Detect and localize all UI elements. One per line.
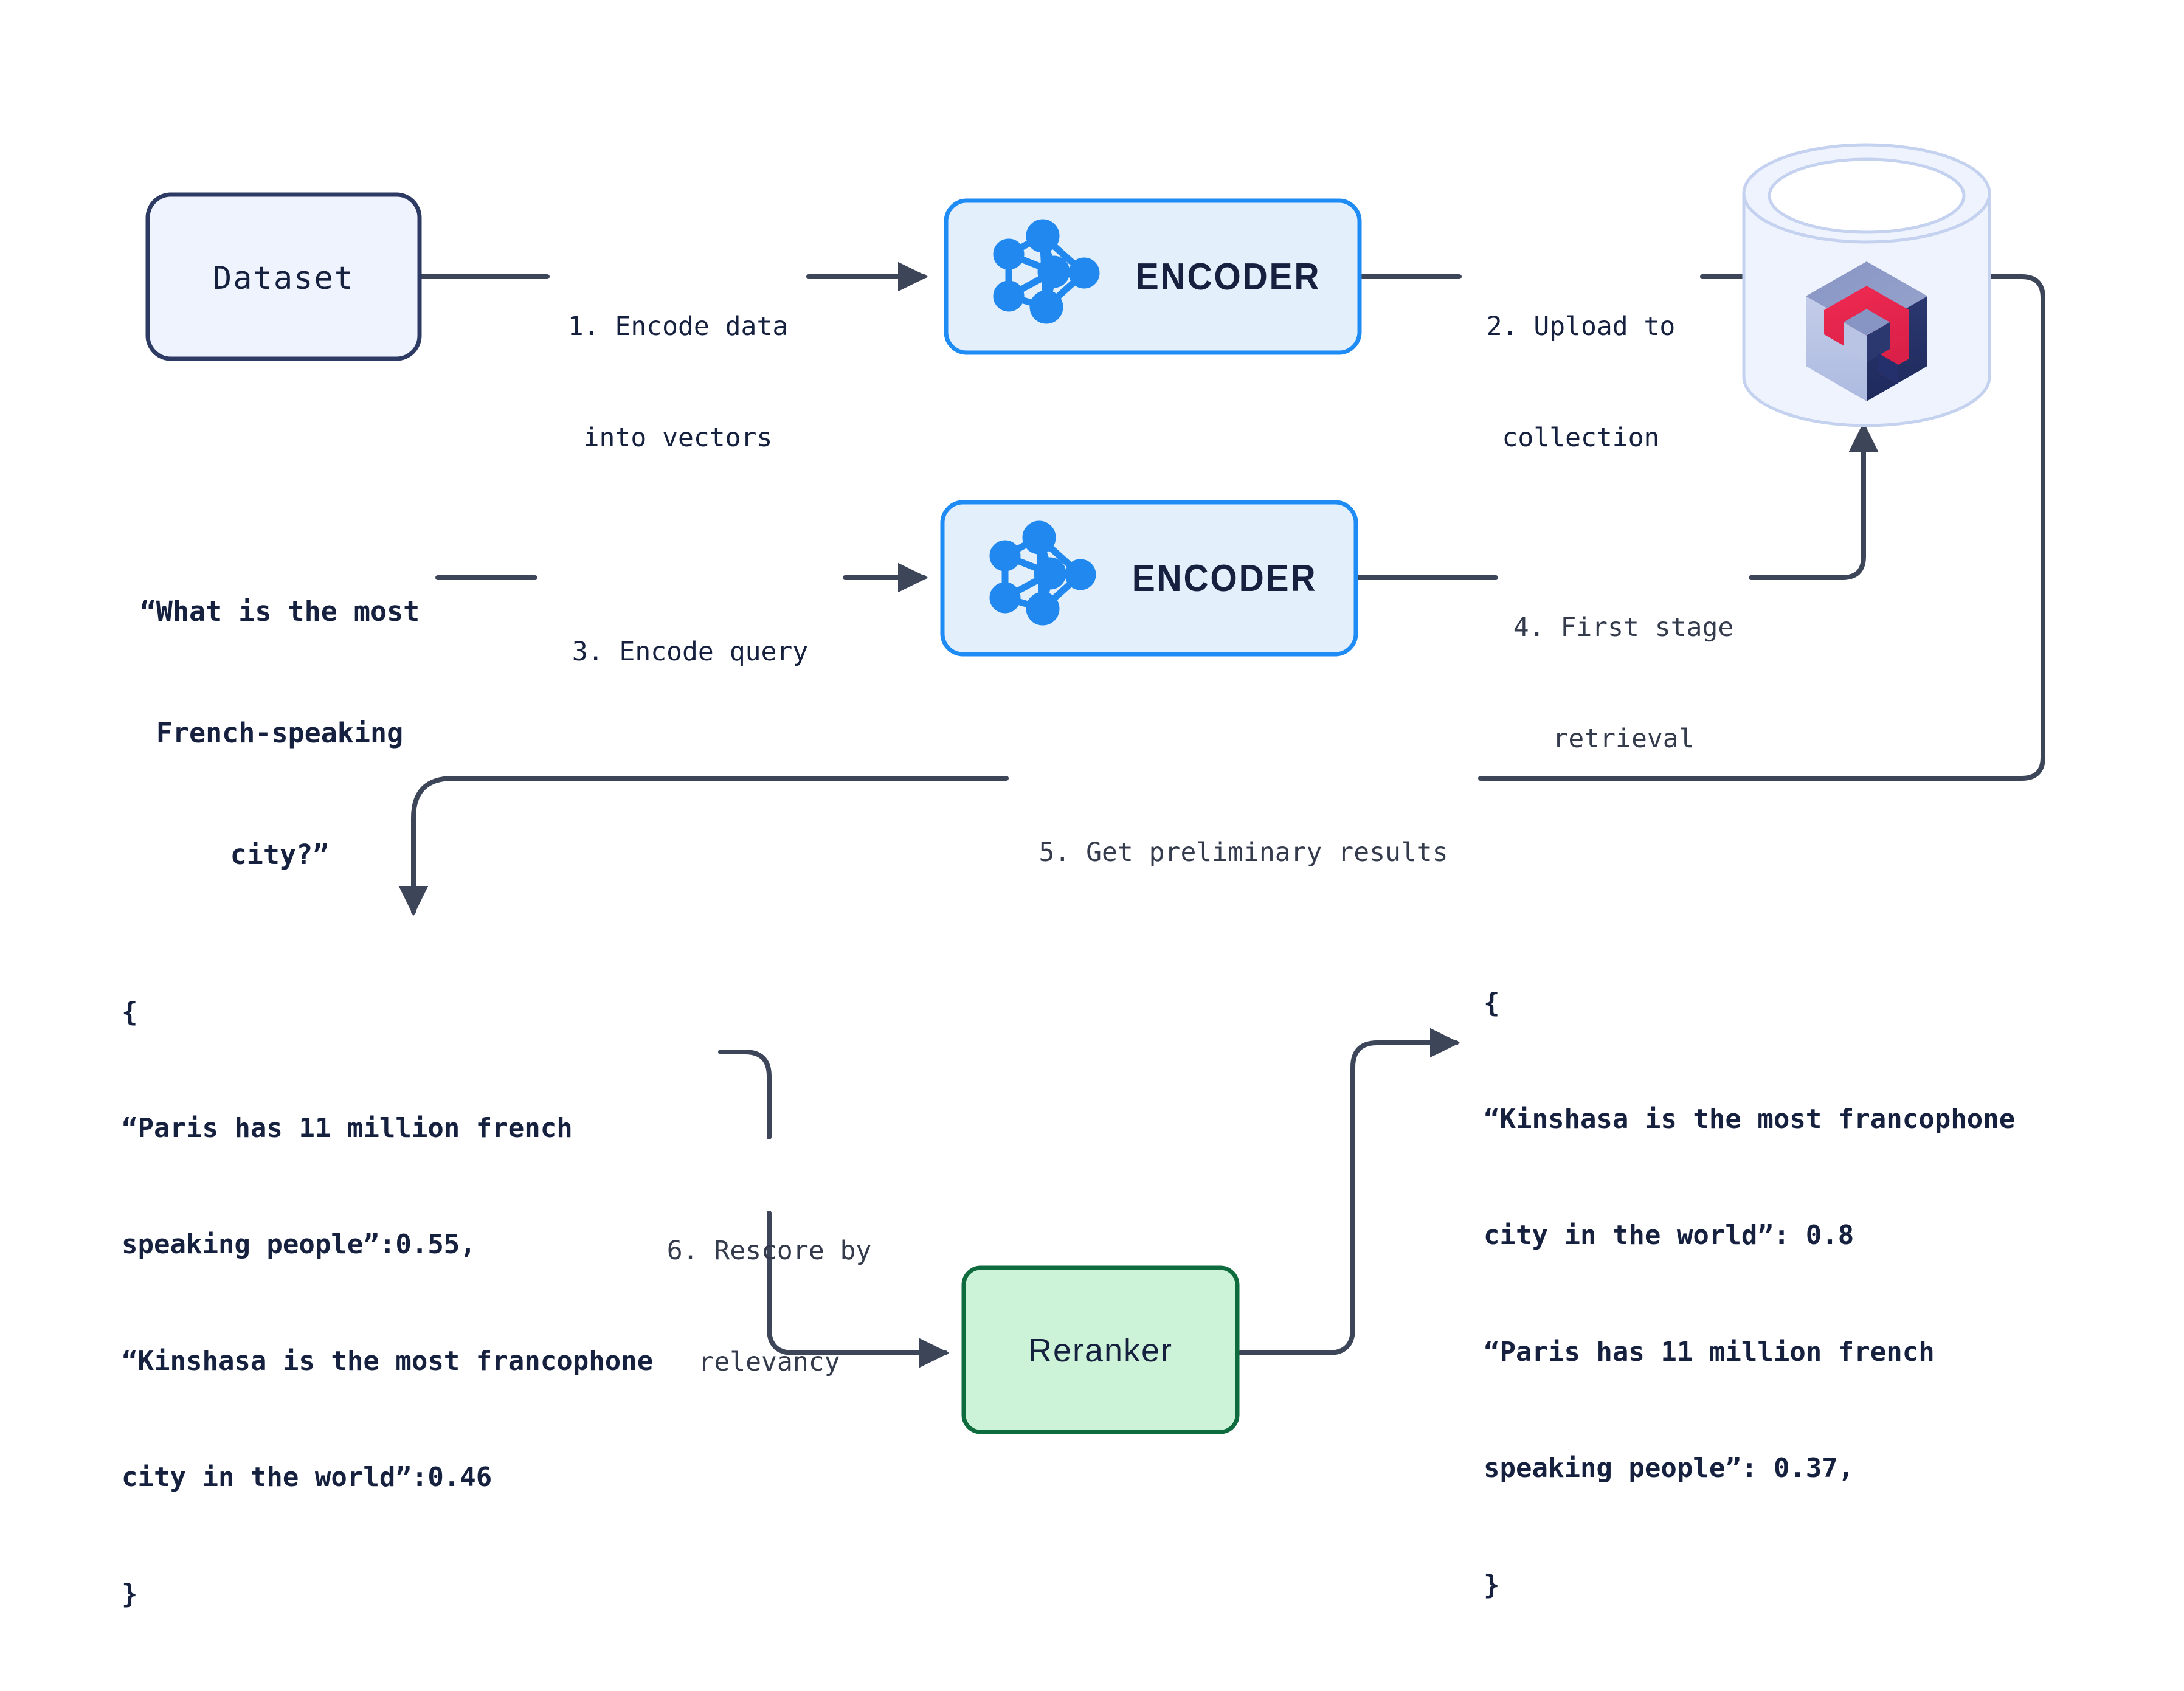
neural-network-icon <box>993 219 1100 324</box>
encoder-query-label: ENCODER <box>1132 558 1318 600</box>
diagram-graphics <box>145 143 2045 1434</box>
reranker-label: Reranker <box>1028 1332 1173 1369</box>
connector-step6-to-reranker <box>767 1211 950 1368</box>
step-1-line-1: 1. Encode data <box>567 311 789 342</box>
step-4-line-1: 4. First stage <box>1513 612 1734 643</box>
node-encoder-data[interactable] <box>944 198 1362 355</box>
step-3-line-1: 3. Encode query <box>572 637 809 668</box>
query-text: “What is the most French-speaking city?” <box>122 511 438 956</box>
qdrant-logo-icon <box>1806 261 1927 401</box>
connector-step4-first-stage-retrieval <box>1749 421 1879 580</box>
reranked-line-4: speaking people”: 0.37, <box>1484 1453 1854 1484</box>
json-close-brace: } <box>1484 1569 1500 1600</box>
node-reranker[interactable] <box>961 1265 1240 1434</box>
json-close-brace: } <box>122 1578 138 1610</box>
preliminary-line-3: “Kinshasa is the most francophone <box>122 1345 654 1377</box>
reranked-line-1: “Kinshasa is the most francophone <box>1484 1103 2016 1135</box>
dataset-label: Dataset <box>212 260 355 297</box>
query-line-2: French-speaking <box>156 716 404 749</box>
step-3-label: 3. Encode query <box>535 559 845 745</box>
connector-db-to-step5 <box>1478 274 2045 781</box>
encoder-data-label: ENCODER <box>1135 256 1321 298</box>
preliminary-line-2: speaking people”:0.55, <box>122 1229 476 1260</box>
node-dataset[interactable] <box>145 192 422 361</box>
neural-network-icon <box>989 520 1096 626</box>
step-1-line-2: into vectors <box>583 423 773 454</box>
query-line-1: “What is the most <box>139 595 420 628</box>
step-5-line-1: 5. Get preliminary results <box>1038 837 1448 868</box>
step-1-label: 1. Encode data into vectors <box>547 234 809 531</box>
preliminary-line-1: “Paris has 11 million french <box>122 1112 573 1144</box>
preliminary-line-4: city in the world”:0.46 <box>122 1462 492 1493</box>
step-5-label: 5. Get preliminary results <box>1006 760 1481 946</box>
step-4-line-2: retrieval <box>1552 724 1695 755</box>
json-open-brace: { <box>122 996 138 1028</box>
connector-reranker-to-reranked-results <box>1238 1028 1460 1355</box>
connector-preliminary-to-step6 <box>718 1050 772 1139</box>
reranked-results-json: { “Kinshasa is the most francophone city… <box>1484 906 2184 1682</box>
step-2-line-2: collection <box>1502 423 1660 454</box>
step-6-label: 6. Rescore by relevancy <box>641 1158 897 1455</box>
node-vector-database[interactable] <box>1742 143 1991 427</box>
step-6-line-2: relevancy <box>698 1347 840 1378</box>
query-line-3: city?” <box>230 838 330 871</box>
step-2-label: 2. Upload to collection <box>1453 234 1709 531</box>
step-6-line-1: 6. Rescore by <box>666 1236 872 1267</box>
json-open-brace: { <box>1484 987 1500 1018</box>
diagram-canvas: Dataset ENCODER ENCODER Reranker 1. Enco… <box>122 143 2045 1610</box>
step-2-line-1: 2. Upload to <box>1486 311 1676 342</box>
node-encoder-query[interactable] <box>940 500 1358 657</box>
preliminary-results-json: { “Paris has 11 million french speaking … <box>122 915 839 1691</box>
step-4-label: 4. First stage retrieval <box>1496 535 1751 832</box>
reranked-line-2: city in the world”: 0.8 <box>1484 1220 1854 1251</box>
connector-step5-to-preliminary-results <box>398 776 1009 916</box>
reranked-line-3: “Paris has 11 million french <box>1484 1336 1935 1368</box>
